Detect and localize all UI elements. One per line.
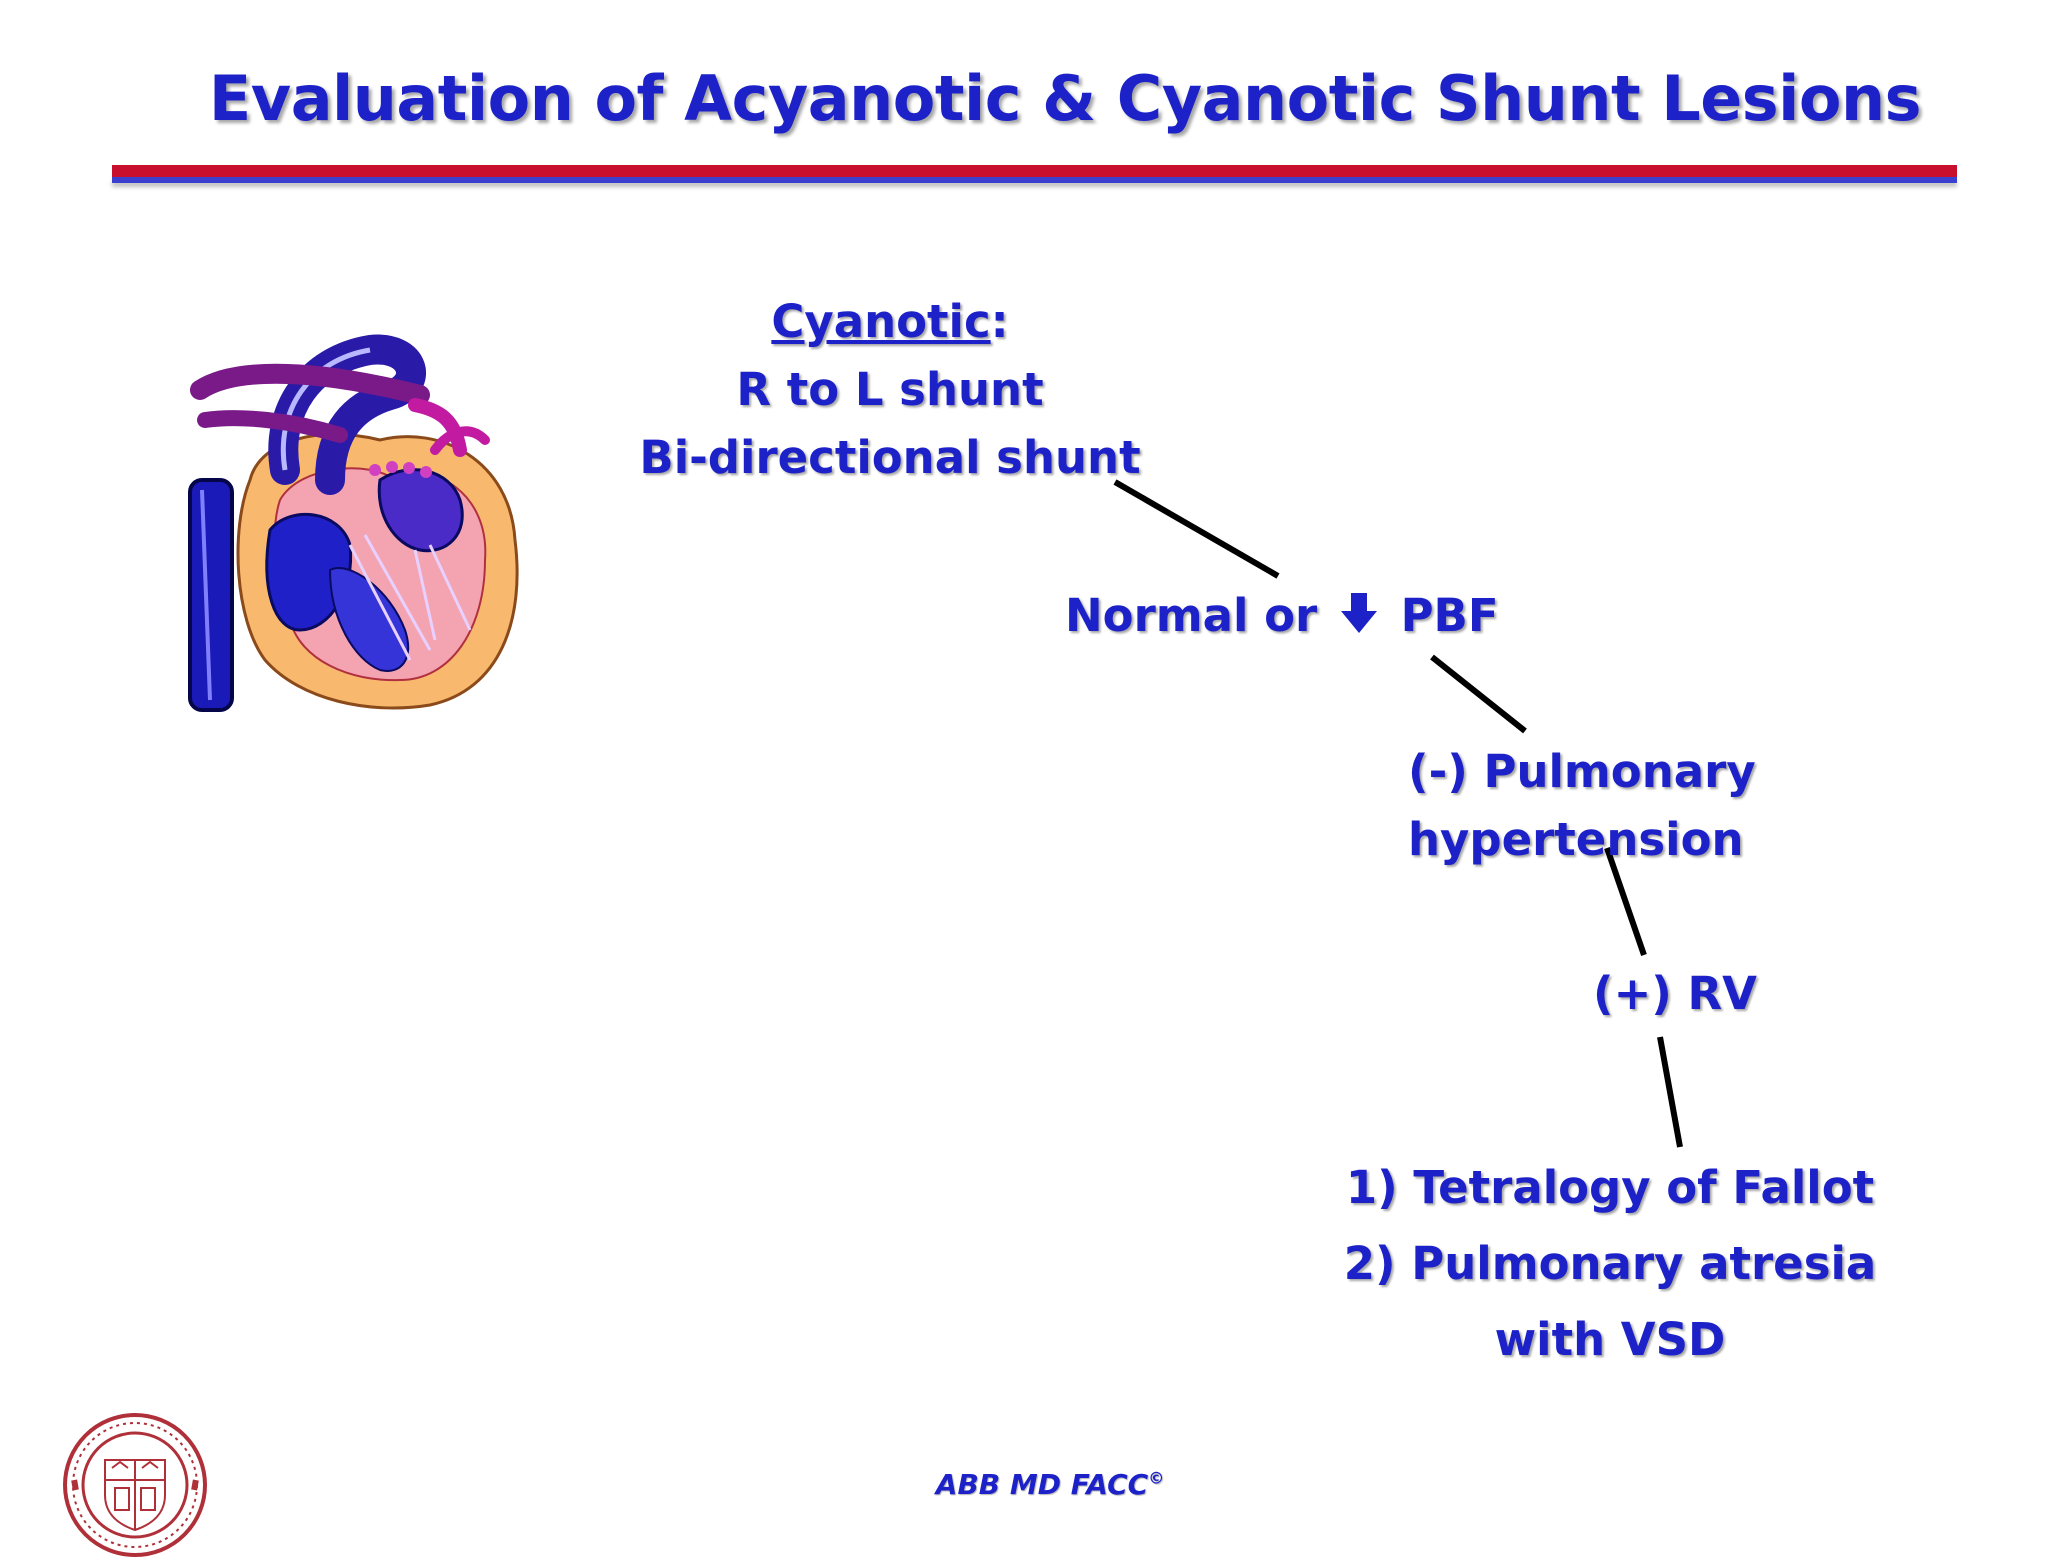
connector-rv-diagnoses [1657,1036,1683,1148]
node-cyanotic: Cyanotic: R to L shunt Bi-directional sh… [630,288,1150,492]
node-rv: (+) RV [1560,960,1790,1028]
connector-pbf-pulm-htn [1430,654,1527,734]
footer-credit: ABB MD FACC© [860,1468,1240,1501]
pbf-prefix: Normal or [1065,589,1318,642]
cyanotic-line-2: Bi-directional shunt [639,431,1141,484]
node-pbf: Normal or PBF [1065,582,1499,650]
cyanotic-line-1: R to L shunt [736,363,1044,416]
connector-cyanotic-pbf [1113,479,1280,579]
university-seal [63,1413,207,1557]
copyright-mark: © [1148,1468,1165,1488]
node-pulmonary-hypertension: (-) Pulmonary hypertension [1408,738,1808,874]
cyanotic-heading: Cyanotic [771,295,991,348]
down-arrow-icon [1340,593,1377,633]
diagnosis-line-3: with VSD [1494,1313,1726,1366]
diagnosis-line-1: 1) Tetralogy of Fallot [1345,1161,1875,1214]
slide-title: Evaluation of Acyanotic & Cyanotic Shunt… [208,62,1922,135]
heart-illustration [188,334,519,712]
pulm-htn-line-2: hypertension [1408,813,1744,866]
pbf-suffix: PBF [1400,589,1499,642]
rv-label: (+) RV [1593,967,1757,1020]
diagnosis-line-2: 2) Pulmonary atresia [1343,1237,1877,1290]
title-rule-red [112,165,1957,177]
footer-text: ABB MD FACC [935,1468,1149,1501]
connector-pulm-htn-rv [1604,847,1647,956]
title-rule-blue [112,177,1957,183]
cyanotic-colon: : [990,295,1009,348]
node-diagnoses: 1) Tetralogy of Fallot 2) Pulmonary atre… [1330,1150,1890,1378]
pulm-htn-line-1: (-) Pulmonary [1408,745,1756,798]
